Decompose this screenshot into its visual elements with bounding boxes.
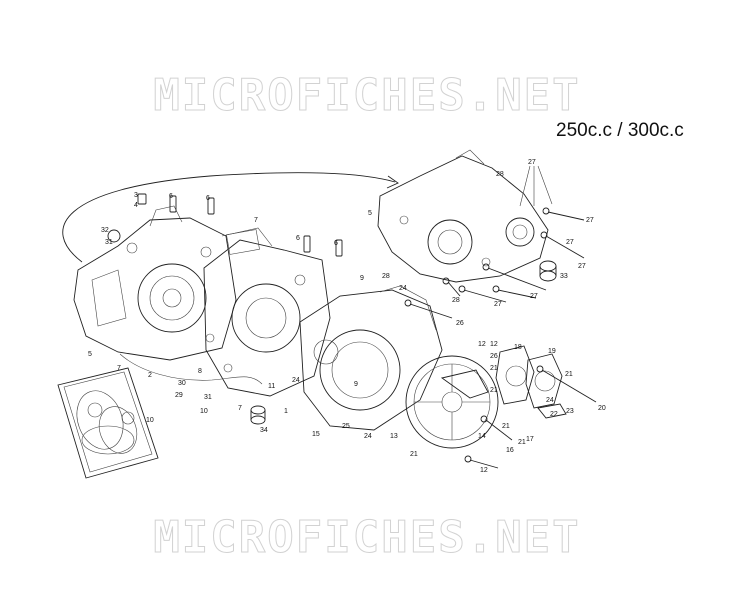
part-label-2: 2 <box>148 372 152 379</box>
part-label-6c: 6 <box>296 235 300 242</box>
part-label-29: 29 <box>175 392 183 399</box>
clutch-housing <box>299 285 443 431</box>
transfer-arrow-head <box>386 175 399 189</box>
part-label-27f: 27 <box>494 301 502 308</box>
part-label-14: 14 <box>478 433 486 440</box>
crankcase-bolts <box>404 207 597 469</box>
part-label-21f: 21 <box>565 371 573 378</box>
part-label-27c: 27 <box>566 239 574 246</box>
detail-crankcase <box>377 149 549 283</box>
bushing-33 <box>539 260 557 282</box>
part-label-16: 16 <box>506 447 514 454</box>
part-label-7b: 7 <box>117 365 121 372</box>
part-label-12b: 12 <box>478 341 486 348</box>
part-label-32: 32 <box>101 227 109 234</box>
part-label-6b: 6 <box>206 195 210 202</box>
part-label-21c: 21 <box>490 387 498 394</box>
part-label-21b: 21 <box>490 365 498 372</box>
part-label-24d: 24 <box>546 397 554 404</box>
part-label-26a: 26 <box>490 353 498 360</box>
part-label-20: 20 <box>598 405 606 412</box>
part-label-3: 3 <box>134 192 138 199</box>
part-label-19: 19 <box>548 348 556 355</box>
watermark-bottom: MICROFICHES.NET <box>0 512 734 564</box>
part-label-1: 1 <box>284 408 288 415</box>
leader-lines-27 <box>519 165 553 207</box>
part-label-33: 33 <box>560 273 568 280</box>
part-label-22: 22 <box>550 411 558 418</box>
part-label-11: 11 <box>268 383 275 390</box>
part-label-21d: 21 <box>502 423 510 430</box>
transfer-arrow <box>62 172 396 263</box>
watermark-top: MICROFICHES.NET <box>0 70 734 122</box>
part-label-6a: 6 <box>169 193 173 200</box>
part-label-25: 25 <box>342 423 350 430</box>
part-label-21a: 21 <box>410 451 418 458</box>
center-crankcase-half <box>203 227 331 397</box>
part-label-9b: 9 <box>354 381 358 388</box>
engine-variant-label: 250c.c / 300c.c <box>556 120 684 141</box>
part-label-31b: 31 <box>204 394 212 401</box>
part-label-7a: 7 <box>254 217 258 224</box>
bushing-34 <box>250 405 266 425</box>
drain-screw <box>107 193 147 243</box>
part-label-7c: 7 <box>238 405 242 412</box>
part-label-17: 17 <box>526 436 534 443</box>
dowel-pins <box>169 195 343 257</box>
part-label-13: 13 <box>390 433 398 440</box>
small-side-cover <box>495 345 567 419</box>
part-label-8: 8 <box>198 368 202 375</box>
part-label-12c: 12 <box>480 467 488 474</box>
part-label-24a: 24 <box>292 377 300 384</box>
part-label-28c: 28 <box>382 273 390 280</box>
part-label-34: 34 <box>260 427 268 434</box>
part-label-23: 23 <box>566 408 574 415</box>
part-label-12a: 12 <box>490 341 498 348</box>
part-label-18: 18 <box>514 344 522 351</box>
part-label-24c: 24 <box>364 433 372 440</box>
part-label-27e: 27 <box>530 293 538 300</box>
ignition-cover <box>405 355 499 449</box>
part-label-28a: 28 <box>496 171 504 178</box>
part-label-9a: 9 <box>360 275 364 282</box>
part-label-27a: 27 <box>528 159 536 166</box>
part-label-10-gasket: 10 <box>146 417 154 424</box>
part-label-31a: 31 <box>105 239 113 246</box>
part-label-30: 30 <box>178 380 186 387</box>
part-label-4: 4 <box>134 202 138 209</box>
part-label-5b: 5 <box>368 210 372 217</box>
left-crankcase-half <box>73 205 237 361</box>
part-label-6d: 6 <box>334 240 338 247</box>
part-label-21e: 21 <box>518 439 526 446</box>
part-label-15: 15 <box>312 431 320 438</box>
part-label-26b: 26 <box>456 320 464 327</box>
part-label-28b: 28 <box>452 297 460 304</box>
part-label-5a: 5 <box>88 351 92 358</box>
part-label-10: 10 <box>200 408 208 415</box>
gasket-set <box>57 367 159 479</box>
part-label-24b: 24 <box>399 285 407 292</box>
part-label-27d: 27 <box>578 263 586 270</box>
part-callouts: 3 4 6 6 7 32 31 6 6 9 5 7 2 8 30 29 31 1… <box>88 159 606 474</box>
crankcase-gasket <box>119 353 263 385</box>
part-label-27b: 27 <box>586 217 594 224</box>
